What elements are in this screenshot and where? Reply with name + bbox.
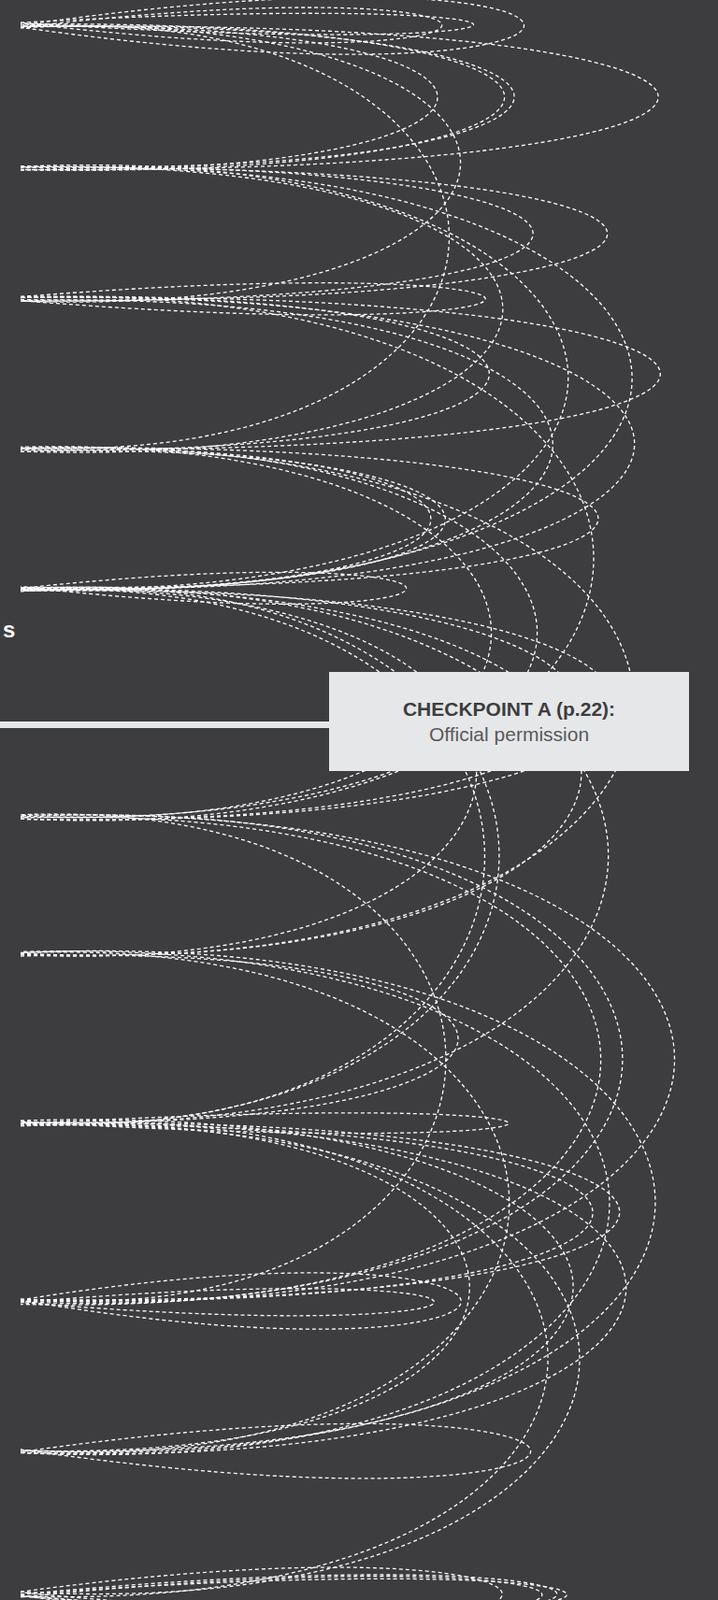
dashed-curve (20, 588, 582, 957)
dashed-curve (20, 166, 533, 302)
dashed-curve (20, 13, 474, 35)
dashed-curve (20, 817, 602, 1305)
dashed-curve (20, 24, 505, 172)
dashed-curve (20, 1577, 543, 1600)
dashed-curve (20, 25, 461, 302)
dashed-curve (20, 1124, 470, 1452)
dashed-curve (20, 296, 489, 451)
dashed-curve (20, 588, 477, 957)
dashed-curve (20, 167, 608, 301)
dashed-curve (20, 450, 446, 590)
dashed-curve (20, 814, 446, 1302)
dashed-curve (20, 297, 635, 589)
dashed-curve (20, 588, 609, 1123)
dashed-curve (20, 815, 623, 1306)
dashed-curve (20, 952, 510, 1453)
dashed-curve (20, 300, 553, 590)
dashed-curve (20, 1423, 532, 1480)
dashed-curve (20, 168, 632, 591)
dashed-curve (20, 1120, 574, 1452)
dashed-curve (20, 26, 659, 171)
checkpoint-body: Official permission (344, 721, 675, 747)
dashed-curve (20, 166, 503, 453)
dashed-curve (20, 297, 661, 450)
dashed-curve (20, 26, 449, 449)
leader-bar (0, 721, 337, 729)
dashed-curve (20, 1121, 548, 1598)
dashed-curve (20, 1567, 503, 1600)
dashed-curve (20, 815, 675, 1303)
dashed-curve (20, 1125, 580, 1595)
dashed-curve (20, 955, 459, 1123)
dashed-curve (20, 950, 656, 1453)
dashed-curve (20, 1122, 627, 1454)
dashed-curves (20, 0, 675, 1600)
dashed-curve (20, 1273, 461, 1330)
fragment-label: s (0, 617, 17, 645)
dashed-curve (20, 26, 515, 168)
dashed-curve (20, 1125, 593, 1302)
dashed-curve (20, 26, 438, 171)
dashed-curve (20, 589, 485, 1124)
dashed-curve (20, 951, 610, 1456)
dashed-curve (20, 447, 431, 591)
dashed-curve (20, 0, 525, 55)
checkpoint-heading: CHECKPOINT A (p.22): (344, 696, 675, 722)
checkpoint-box: CHECKPOINT A (p.22):Official permission (329, 672, 690, 772)
dashed-curve (20, 165, 569, 590)
